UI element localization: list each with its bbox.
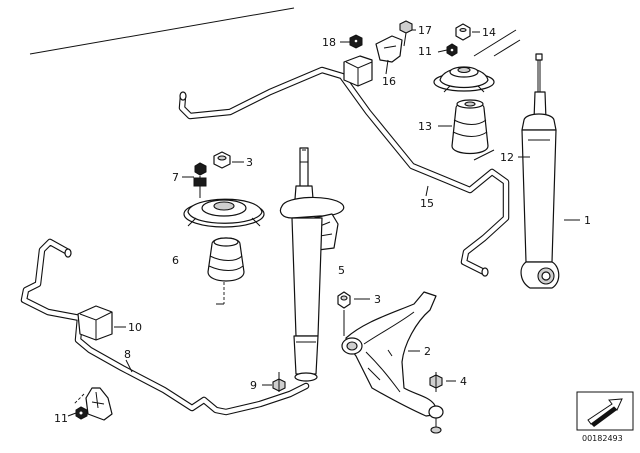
nut-control-arm <box>337 291 351 336</box>
callout-9: 9 <box>250 379 257 392</box>
nut-rear-bracket <box>349 34 363 49</box>
callout-1: 1 <box>584 214 591 227</box>
rear-rubber-mount <box>343 55 373 87</box>
callout-15: 15 <box>420 197 434 210</box>
callout-8: 8 <box>124 348 131 361</box>
callout-5: 5 <box>338 264 345 277</box>
callout-6: 6 <box>172 254 179 267</box>
front-strut <box>279 147 345 382</box>
callout-13: 13 <box>418 120 432 133</box>
callout-labels: 1 2 3 3 4 5 6 7 8 9 10 11 11 12 13 14 15… <box>54 24 591 425</box>
front-bump-stop <box>207 237 245 282</box>
callout-7: 7 <box>172 171 179 184</box>
nut-rear-bearing-top <box>455 23 471 41</box>
strut-top-mount <box>183 198 265 228</box>
callout-3-strut: 3 <box>246 156 253 169</box>
rubber-mount-front <box>77 305 113 341</box>
direction-arrow-box <box>576 391 634 431</box>
callout-17: 17 <box>418 24 432 37</box>
callout-11-front: 11 <box>54 412 68 425</box>
callout-16: 16 <box>382 75 396 88</box>
callout-10: 10 <box>128 321 142 334</box>
nut-rear-bearing-side <box>446 43 458 57</box>
callout-11-rear: 11 <box>418 45 432 58</box>
callout-14: 14 <box>482 26 496 39</box>
callout-4: 4 <box>460 375 467 388</box>
nut-stabilizer-link <box>272 372 286 392</box>
rear-stabilizer-bar <box>178 66 510 277</box>
leader-lines <box>67 29 580 417</box>
callout-3-arm: 3 <box>374 293 381 306</box>
nut-front-bracket <box>75 406 88 420</box>
front-bracket <box>73 387 113 421</box>
rear-bracket <box>375 35 403 63</box>
document-number: 00182493 <box>582 434 623 443</box>
rear-bump-stop <box>451 99 489 155</box>
callout-12: 12 <box>500 151 514 164</box>
rear-shock-absorber <box>520 53 560 289</box>
callout-2: 2 <box>424 345 431 358</box>
front-stabilizer-bar <box>20 238 310 416</box>
control-arm <box>341 291 444 434</box>
frame-line <box>29 7 521 161</box>
callout-18: 18 <box>322 36 336 49</box>
rear-support-bearing <box>433 66 495 93</box>
nut-ball-joint <box>429 372 443 392</box>
nut-strut-top <box>193 151 231 198</box>
